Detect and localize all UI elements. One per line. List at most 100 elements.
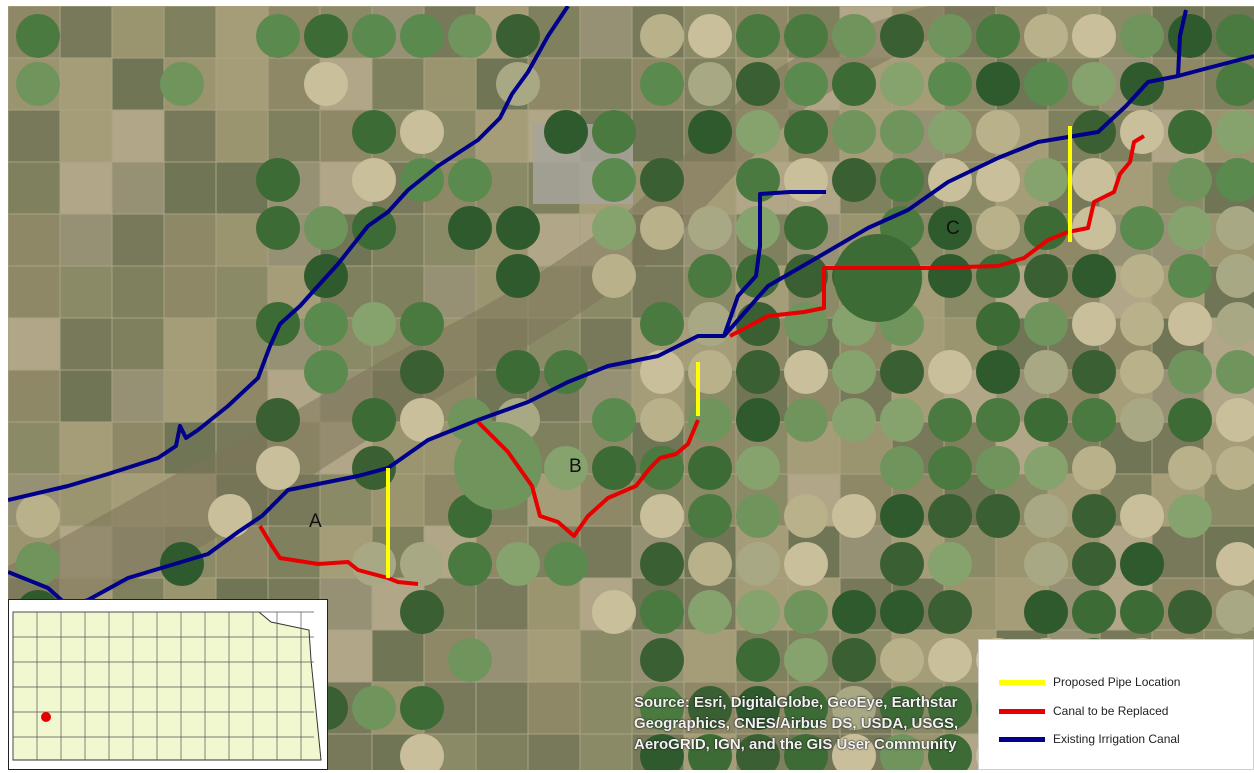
center-pivot bbox=[976, 446, 1020, 490]
county-grid bbox=[12, 611, 322, 761]
field-parcel bbox=[8, 213, 61, 267]
field-parcel bbox=[111, 57, 165, 111]
center-pivot bbox=[1168, 158, 1212, 202]
center-pivot bbox=[1072, 206, 1116, 250]
center-pivot bbox=[1024, 14, 1068, 58]
center-pivot bbox=[640, 494, 684, 538]
center-pivot bbox=[640, 62, 684, 106]
center-pivot bbox=[688, 590, 732, 634]
center-pivot bbox=[448, 14, 492, 58]
field-parcel bbox=[423, 57, 477, 111]
center-pivot bbox=[160, 542, 204, 586]
field-parcel bbox=[59, 265, 113, 319]
center-pivot bbox=[352, 398, 396, 442]
center-pivot bbox=[400, 590, 444, 634]
center-pivot bbox=[640, 590, 684, 634]
center-pivot bbox=[592, 206, 636, 250]
field-parcel bbox=[215, 109, 269, 163]
center-pivot bbox=[784, 350, 828, 394]
center-pivot bbox=[1216, 542, 1254, 586]
center-pivot bbox=[640, 398, 684, 442]
canal-north bbox=[8, 6, 570, 502]
center-pivot bbox=[640, 734, 684, 770]
center-pivot bbox=[736, 110, 780, 154]
center-pivot bbox=[1120, 494, 1164, 538]
center-pivot bbox=[736, 638, 780, 682]
center-pivot bbox=[640, 14, 684, 58]
center-pivot bbox=[1024, 446, 1068, 490]
canal-east bbox=[722, 54, 1254, 338]
proposed-pipe-location bbox=[386, 126, 1072, 578]
center-pivot bbox=[352, 302, 396, 346]
center-pivot bbox=[1072, 590, 1116, 634]
center-pivot bbox=[1072, 350, 1116, 394]
center-pivot bbox=[352, 110, 396, 154]
field-parcel bbox=[111, 109, 165, 163]
center-pivot bbox=[736, 494, 780, 538]
state-outline bbox=[12, 611, 322, 761]
center-pivot bbox=[928, 62, 972, 106]
field-parcel bbox=[8, 421, 61, 475]
center-pivot bbox=[928, 110, 972, 154]
field-parcel bbox=[163, 369, 217, 423]
center-pivot bbox=[784, 62, 828, 106]
center-pivot bbox=[208, 494, 252, 538]
center-pivot bbox=[832, 398, 876, 442]
center-pivot bbox=[880, 158, 924, 202]
center-pivot bbox=[1168, 398, 1212, 442]
center-pivot bbox=[496, 206, 540, 250]
center-pivot bbox=[1072, 542, 1116, 586]
center-pivot bbox=[640, 542, 684, 586]
center-pivot bbox=[976, 206, 1020, 250]
center-pivot bbox=[1024, 302, 1068, 346]
center-pivot bbox=[832, 494, 876, 538]
center-pivot bbox=[976, 398, 1020, 442]
center-pivot bbox=[592, 398, 636, 442]
field-parcel bbox=[8, 265, 61, 319]
center-pivot bbox=[448, 206, 492, 250]
center-pivot bbox=[784, 14, 828, 58]
center-pivot bbox=[784, 254, 828, 298]
center-pivot bbox=[592, 254, 636, 298]
center-pivot bbox=[640, 446, 684, 490]
center-pivot bbox=[736, 62, 780, 106]
field-parcel bbox=[371, 57, 425, 111]
center-pivot bbox=[880, 350, 924, 394]
field-parcel bbox=[579, 6, 633, 59]
field-parcel bbox=[111, 6, 165, 59]
field-parcel bbox=[215, 57, 269, 111]
center-pivot bbox=[160, 62, 204, 106]
center-pivot bbox=[1216, 206, 1254, 250]
center-pivot bbox=[640, 686, 684, 730]
center-pivot bbox=[1024, 206, 1068, 250]
center-pivot bbox=[1168, 590, 1212, 634]
field-parcel bbox=[527, 629, 581, 683]
center-pivot bbox=[736, 590, 780, 634]
center-pivot bbox=[400, 734, 444, 770]
field-parcel bbox=[631, 109, 685, 163]
center-pivot bbox=[1072, 494, 1116, 538]
center-pivot bbox=[1072, 62, 1116, 106]
center-pivot bbox=[16, 14, 60, 58]
center-pivot bbox=[928, 254, 972, 298]
field-parcel bbox=[163, 161, 217, 215]
center-pivot bbox=[352, 14, 396, 58]
center-pivot bbox=[1024, 542, 1068, 586]
center-pivot bbox=[544, 110, 588, 154]
legend-item-pipe: Proposed Pipe Location bbox=[999, 673, 1180, 691]
center-pivot bbox=[880, 638, 924, 682]
center-pivot bbox=[784, 638, 828, 682]
center-pivot bbox=[544, 446, 588, 490]
center-pivot bbox=[784, 590, 828, 634]
center-pivot bbox=[1216, 62, 1254, 106]
field-parcel bbox=[215, 265, 269, 319]
center-pivot bbox=[1024, 62, 1068, 106]
center-pivot bbox=[880, 686, 924, 730]
center-pivot bbox=[880, 542, 924, 586]
center-pivot bbox=[1072, 446, 1116, 490]
field-parcel bbox=[8, 317, 61, 371]
center-pivot bbox=[688, 14, 732, 58]
center-pivot bbox=[1024, 158, 1068, 202]
center-pivot bbox=[544, 542, 588, 586]
center-pivot bbox=[832, 158, 876, 202]
